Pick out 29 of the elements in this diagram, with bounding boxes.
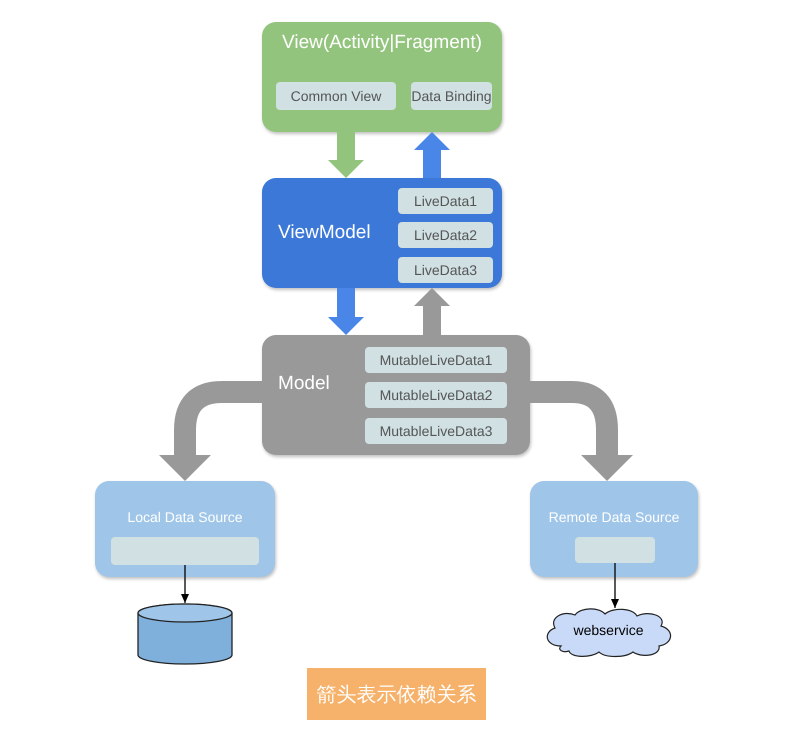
- block-arrow: [328, 288, 364, 335]
- block-arrow: [414, 132, 450, 178]
- item-label: MutableLiveData1: [365, 347, 507, 373]
- box-title: Local Data Source: [126, 509, 244, 525]
- viewmodel-box: [262, 178, 502, 288]
- item-label: MutableLiveData3: [365, 418, 507, 444]
- box-title: ViewModel: [278, 222, 371, 244]
- model-box: [262, 335, 530, 455]
- box-title: Remote Data Source: [548, 509, 680, 525]
- note-box: 箭头表示依赖关系: [307, 668, 486, 720]
- box-title: View(Activity|Fragment): [281, 32, 483, 54]
- data-source-box: [530, 481, 698, 577]
- data-source-box: [95, 481, 275, 577]
- view-box: [262, 22, 502, 132]
- database-cylinder: [137, 603, 233, 665]
- box-title: Model: [278, 373, 330, 395]
- block-arrow: [328, 132, 364, 178]
- item-label: Data Binding: [411, 82, 492, 110]
- library-box: [111, 537, 259, 565]
- library-box: [575, 537, 655, 563]
- item-label: LiveData3: [398, 257, 493, 283]
- arrow: [611, 563, 619, 608]
- item-label: LiveData1: [398, 188, 493, 214]
- item-label: Common View: [276, 82, 396, 110]
- item-label: MutableLiveData2: [365, 382, 507, 408]
- block-arrow: [414, 288, 450, 335]
- arrow: [181, 565, 189, 603]
- cloud-label: webservice: [572, 622, 645, 638]
- item-label: LiveData2: [398, 222, 493, 248]
